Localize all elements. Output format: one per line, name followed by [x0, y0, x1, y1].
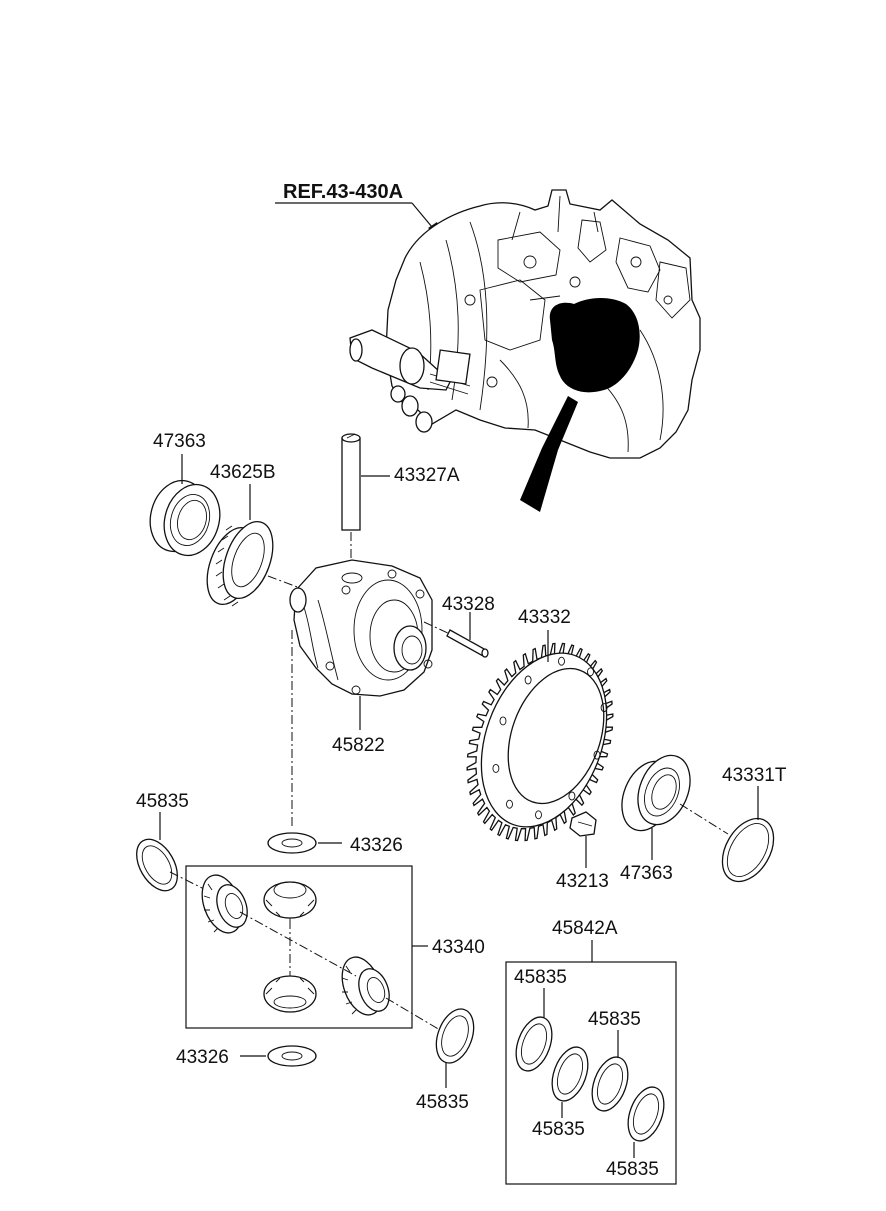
gear-bolt-hole	[558, 656, 565, 666]
callout-kit-shim-1: 45835	[514, 967, 567, 988]
callout-shim-bottom: 45835	[416, 1092, 469, 1113]
gear-set-box	[185, 865, 441, 1031]
callout-pinion-shaft: 43327A	[394, 465, 460, 486]
snap-ring	[721, 786, 775, 883]
pinion-shaft	[341, 433, 390, 575]
gear-bolt-hole	[600, 703, 608, 713]
callout-kit-shim-4: 45835	[606, 1159, 659, 1180]
washer-upper	[267, 832, 342, 854]
bolt	[569, 811, 597, 868]
callout-bolt: 43213	[556, 871, 609, 892]
gear-bolt-hole	[593, 750, 601, 760]
gear-bolt-hole	[492, 763, 500, 773]
shim-bottom	[435, 1008, 475, 1088]
callout-kit-shim-3: 45835	[588, 1009, 641, 1030]
speedometer-gear	[206, 484, 301, 607]
callout-kit-shim-2: 45835	[532, 1119, 585, 1140]
differential-case	[289, 559, 451, 828]
shim-top-left	[136, 812, 207, 892]
bearing-right	[621, 754, 729, 860]
callout-shim-kit: 45842A	[552, 918, 618, 939]
gear-bolt-hole	[506, 799, 513, 809]
gear-bolt-hole	[499, 716, 507, 726]
gear-bolt-hole	[568, 791, 576, 801]
gear-bolt-hole	[587, 667, 594, 677]
lock-pin	[446, 612, 489, 658]
callout-diff-case: 45822	[332, 735, 385, 756]
callout-speedometer-gear: 43625B	[210, 462, 276, 483]
callout-shim-top-left: 45835	[136, 791, 189, 812]
callout-bearing-left: 47363	[153, 431, 206, 452]
ref-label: REF.43-430A	[283, 181, 404, 203]
callout-lock-pin: 43328	[442, 594, 495, 615]
shim-kit-box	[505, 940, 677, 1185]
callout-gear-set: 43340	[432, 937, 485, 958]
callout-final-gear: 43332	[518, 607, 571, 628]
callout-bearing-right: 47363	[620, 863, 673, 884]
gear-bolt-hole	[524, 675, 532, 685]
callout-washer-lower: 43326	[176, 1047, 229, 1068]
callout-washer-upper: 43326	[350, 835, 403, 856]
gear-bolt-hole	[535, 810, 542, 820]
callout-snap-ring: 43331T	[722, 765, 787, 786]
washer-lower	[240, 1045, 317, 1067]
transaxle-housing	[275, 189, 701, 512]
bearing-left	[149, 454, 221, 557]
final-gear	[466, 630, 614, 842]
